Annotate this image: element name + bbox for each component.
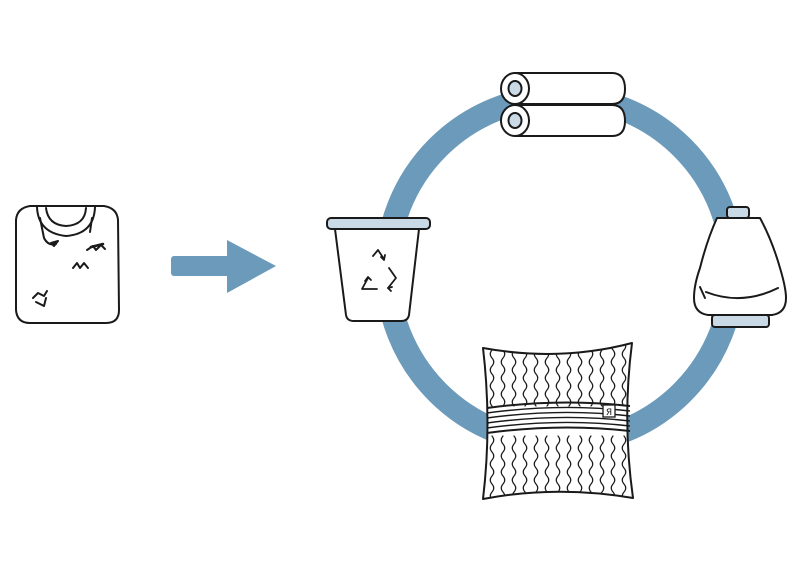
knit-cable <box>621 343 627 407</box>
recycling-bin-icon <box>326 217 431 322</box>
cushion-tag-text: Я <box>606 408 612 418</box>
knit-cable <box>621 435 627 499</box>
knit-cable <box>489 343 495 407</box>
recycle-arrows-icon <box>361 249 397 292</box>
arrow-right-icon <box>171 240 276 293</box>
knit-cable <box>511 343 517 407</box>
knitted-cushion-icon: Я <box>482 342 634 500</box>
cushion-label-tag <box>602 404 616 418</box>
knit-cable <box>500 343 506 407</box>
worn-shirt-icon <box>15 205 120 324</box>
knit-cable <box>599 343 605 407</box>
knit-cable <box>489 435 495 499</box>
yarn-cone-icon <box>693 206 787 328</box>
knit-cable <box>610 343 616 407</box>
fabric-rolls-icon <box>500 72 626 137</box>
knit-cable <box>588 343 594 407</box>
